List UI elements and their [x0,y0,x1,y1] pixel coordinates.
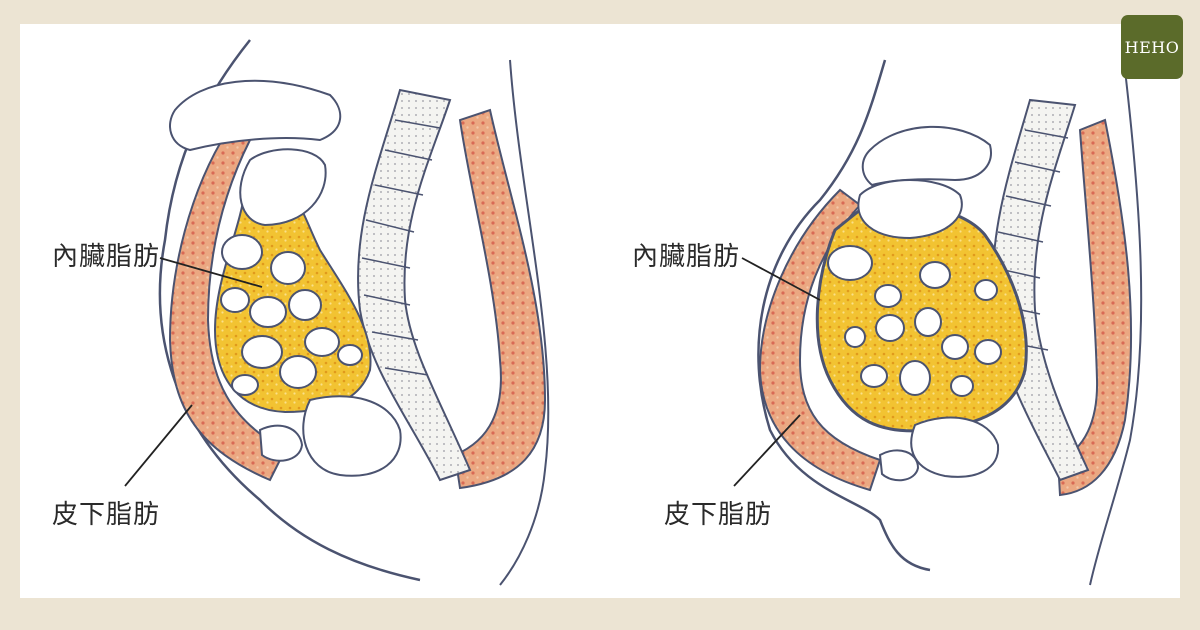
left-ribcage [169,79,342,152]
left-subcutaneous-front [168,128,287,482]
left-back-outline [499,59,550,586]
right-subcutaneous-pointer [733,414,801,487]
left-pelvis [302,395,402,477]
left-visceral-pointer [159,257,263,288]
right-body-outline [757,59,931,572]
right-bladder [878,449,920,482]
right-visceral-fat-label: 內臟脂肪 [632,242,741,272]
right-back-outline [1089,69,1143,586]
left-vertebrae-lines [361,119,441,376]
right-subcutaneous-front [758,188,882,492]
left-intestines [220,234,363,396]
right-stomach [857,179,963,240]
left-bladder [258,424,304,462]
left-subcutaneous-back [453,108,547,490]
right-subcutaneous-fat-label: 皮下脂肪 [664,500,773,530]
right-pelvis [910,416,1000,478]
right-intestines [827,245,1002,397]
left-visceral-fat-label: 內臟脂肪 [52,242,161,272]
heho-logo: HEHO [1121,15,1183,79]
right-panel [733,59,1143,586]
left-stomach [239,148,327,227]
left-panel [124,39,550,586]
left-subcutaneous-fat-label: 皮下脂肪 [52,500,161,530]
left-subcutaneous-pointer [124,404,193,487]
right-subcutaneous-back [1056,118,1133,497]
right-ribcage [861,125,992,187]
right-visceral-pointer [741,257,821,301]
